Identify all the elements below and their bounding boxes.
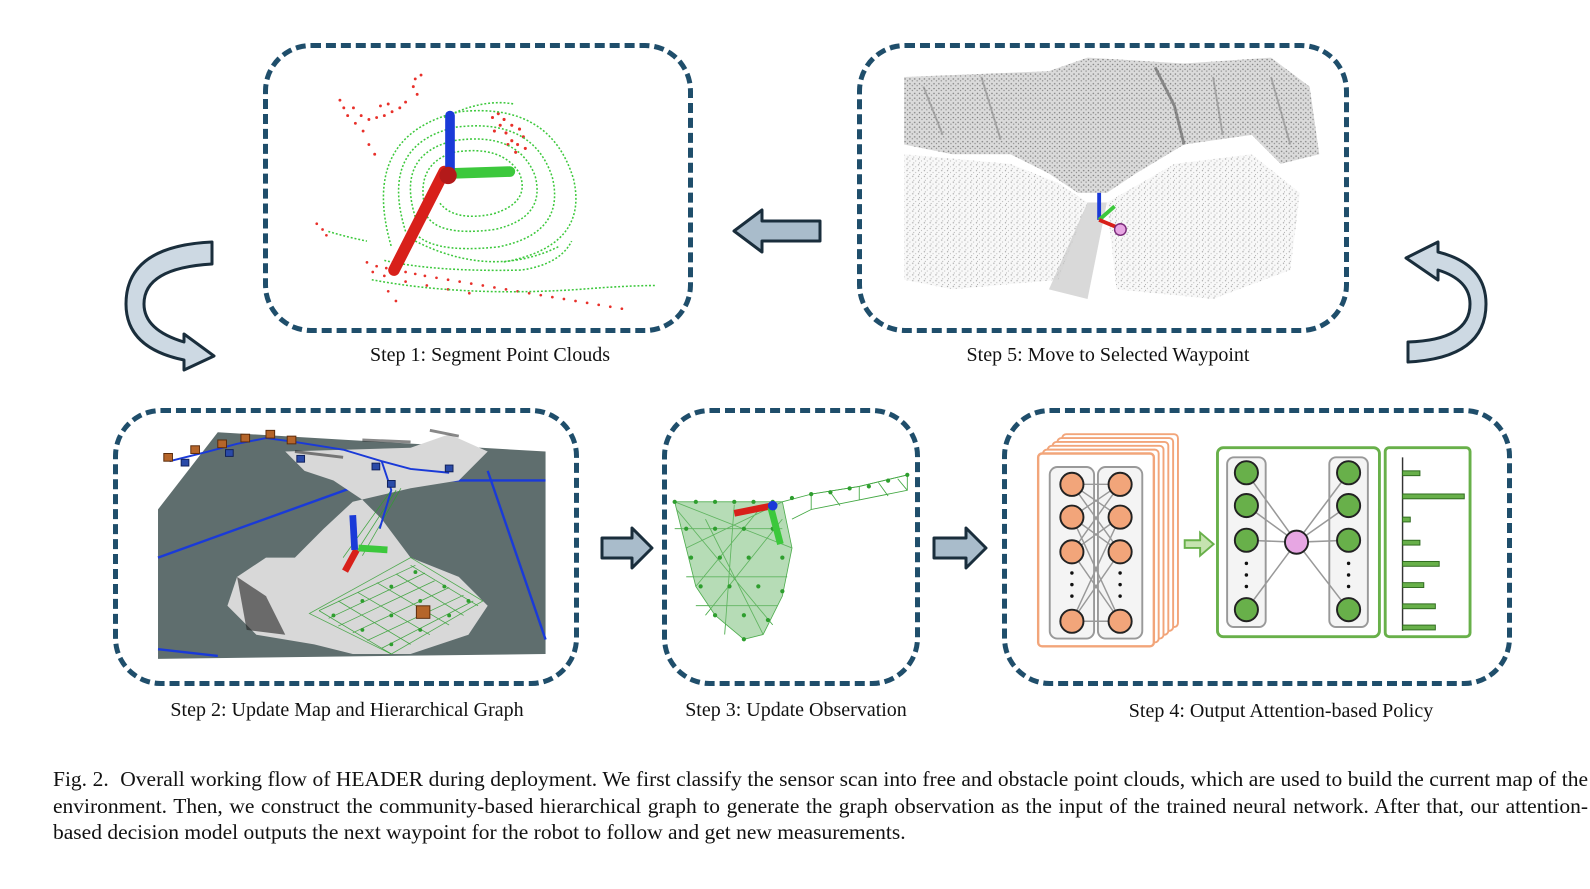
block-arrow-left: [732, 208, 822, 254]
encoder-stack: [1036, 433, 1179, 648]
obstacle-points: [315, 73, 624, 311]
attention-node: [1283, 529, 1310, 555]
attention-policy-network-image: [1036, 433, 1472, 648]
figure-caption: Fig. 2. Overall working flow of HEADER d…: [53, 766, 1588, 846]
robot-frame-axes-step2: [342, 514, 388, 573]
robot-frame-axes-step3: [733, 500, 784, 545]
block-arrow-right-2: [932, 526, 988, 570]
step1-panel: [263, 43, 693, 333]
block-arrow-right-icon-2: [932, 526, 988, 570]
step2-caption: Step 2: Update Map and Hierarchical Grap…: [170, 699, 524, 721]
step4-caption: Step 4: Output Attention-based Policy: [1128, 700, 1434, 722]
curved-arrow-left: [122, 238, 218, 372]
figure-label: Fig. 2.: [53, 767, 109, 791]
robot-marker: [1097, 192, 1127, 237]
block-arrow-right-1: [600, 526, 654, 570]
curved-arrow-left-icon: [124, 240, 216, 372]
free-space-points: [328, 101, 657, 293]
step5-panel: [857, 43, 1349, 333]
figure-caption-text: Overall working flow of HEADER during de…: [53, 767, 1588, 844]
block-arrow-left-icon: [732, 208, 822, 254]
step3-panel: [662, 408, 920, 686]
3d-point-cloud-map-image: [904, 57, 1320, 300]
step1-caption: Step 1: Segment Point Clouds: [369, 344, 611, 366]
robot-frame-axes: [388, 110, 516, 276]
hierarchical-graph-map-image: [157, 428, 547, 659]
block-arrow-right-icon: [600, 526, 654, 570]
policy-distribution: [1383, 446, 1472, 639]
step2-panel: [113, 408, 579, 686]
step4-panel: [1002, 408, 1512, 686]
curved-arrow-right-icon: [1404, 240, 1488, 364]
step5-caption: Step 5: Move to Selected Waypoint: [966, 344, 1250, 366]
step3-caption: Step 3: Update Observation: [685, 699, 907, 721]
decoder-block: [1216, 446, 1381, 639]
segmented-point-cloud-image: [315, 73, 657, 311]
graph-observation-image: [672, 472, 910, 642]
curved-arrow-right: [1402, 240, 1490, 366]
